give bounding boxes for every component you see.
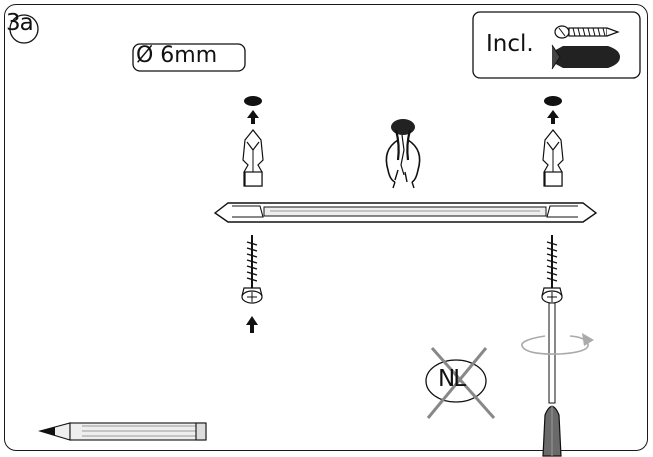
screw-left	[241, 235, 263, 304]
screwdriver-icon	[542, 302, 562, 457]
mounting-bracket	[213, 202, 598, 223]
screw-right	[541, 235, 563, 304]
step-number: 3a	[6, 10, 34, 36]
diagram-frame	[4, 4, 648, 451]
drill-size-box	[132, 43, 246, 72]
wall-plug-icon	[551, 44, 620, 70]
not-included-label: NL	[438, 366, 466, 392]
arrow-up-icon	[547, 110, 559, 124]
drill-hole-left	[244, 96, 262, 106]
rotate-arrow-icon	[521, 333, 594, 355]
included-label: Incl.	[486, 31, 534, 57]
drill-diameter-label: Ø 6mm	[136, 43, 218, 68]
arrow-up-icon	[246, 316, 258, 333]
wall-plug-left	[242, 129, 264, 187]
drill-hole-right	[544, 96, 562, 106]
cable-outlet-icon	[385, 119, 421, 189]
arrow-up-icon	[247, 110, 259, 124]
step-badge-circle	[9, 14, 39, 44]
screw-icon	[554, 25, 620, 39]
no-symbol-icon	[425, 347, 496, 419]
pencil-icon	[37, 422, 207, 441]
wall-plug-right	[542, 129, 564, 187]
